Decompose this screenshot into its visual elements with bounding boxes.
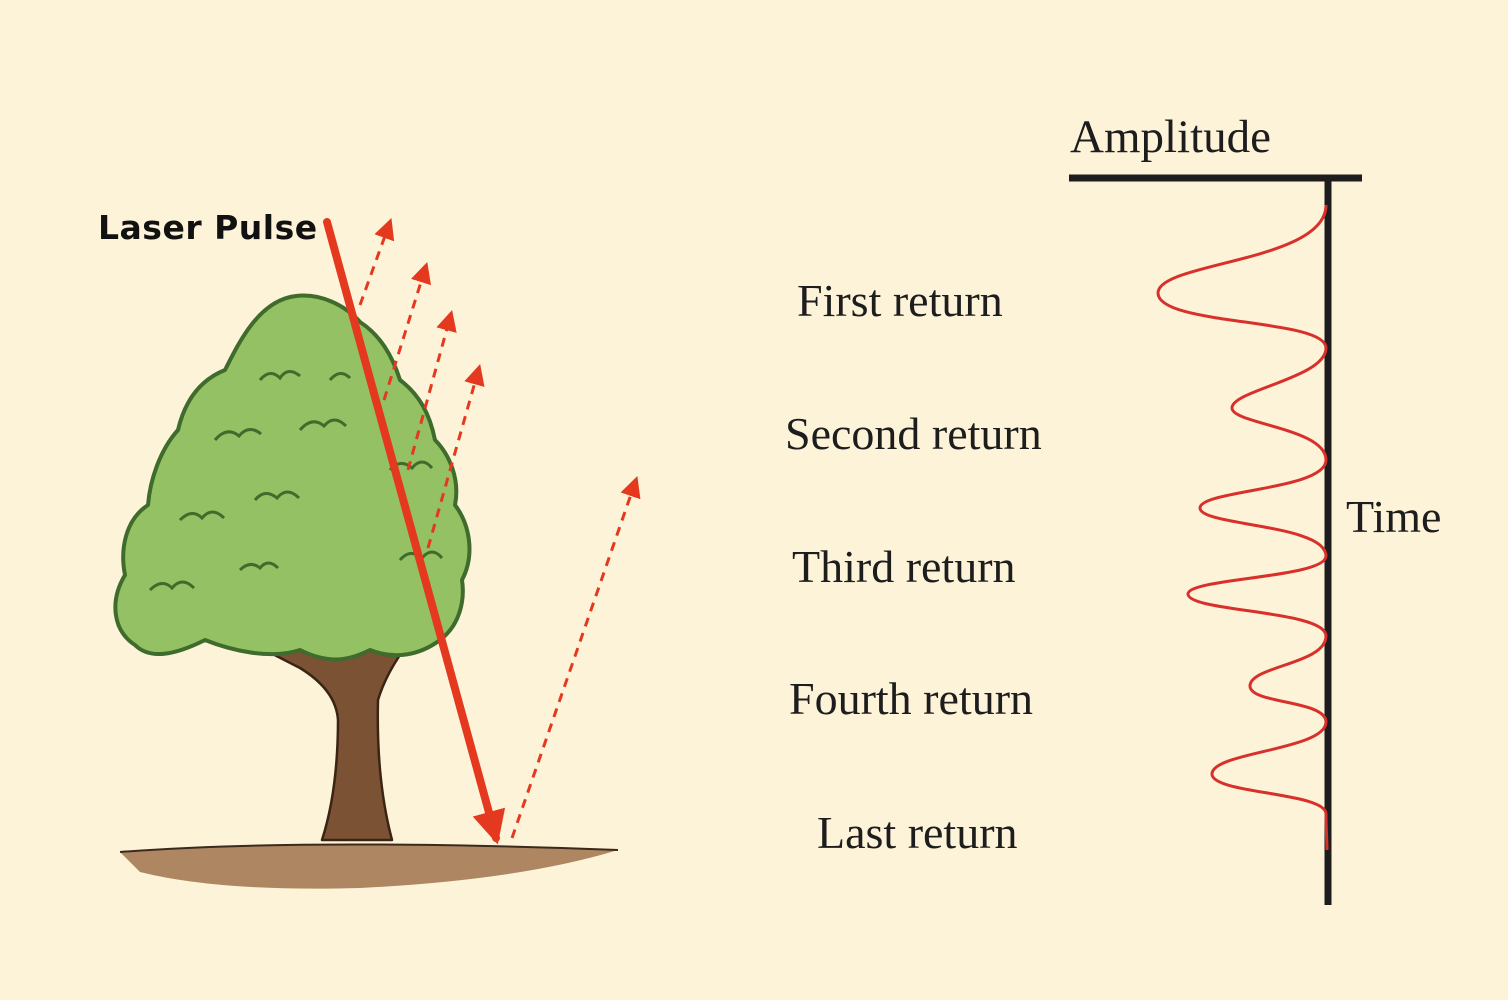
- return-label-first: First return: [797, 275, 1003, 326]
- return-label-fourth: Fourth return: [789, 673, 1034, 724]
- laser-pulse-arrow: [323, 218, 506, 845]
- ground: [119, 843, 619, 889]
- laser-pulse-label: Laser Pulse: [98, 208, 318, 247]
- tree-canopy: [113, 293, 472, 662]
- reflected-pulse-2: [382, 261, 431, 401]
- return-waveform: [1156, 204, 1329, 851]
- return-label-last: Last return: [817, 807, 1018, 858]
- return-label-second: Second return: [785, 408, 1042, 459]
- reflected-pulse-ground: [510, 476, 641, 839]
- reflected-pulse-3: [406, 309, 457, 471]
- return-label-third: Third return: [792, 541, 1016, 592]
- reflected-pulse-1: [358, 218, 395, 306]
- reflected-pulses: [358, 218, 641, 839]
- time-label: Time: [1346, 491, 1442, 542]
- amplitude-label: Amplitude: [1070, 111, 1272, 163]
- waveform-axes: [1069, 174, 1362, 905]
